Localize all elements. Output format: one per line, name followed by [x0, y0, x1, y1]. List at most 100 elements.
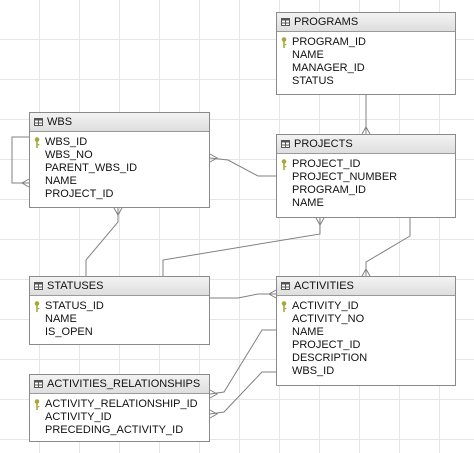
connector-projects-statuses[interactable] — [162, 218, 321, 276]
statuses-table-header[interactable]: STATUSES — [30, 277, 209, 296]
wbs-field-label: NAME — [45, 175, 77, 187]
programs-field[interactable]: PROGRAM_ID — [277, 36, 455, 49]
activities-relationships-table-title: ACTIVITIES_RELATIONSHIPS — [47, 378, 201, 390]
projects-field[interactable]: NAME — [277, 197, 455, 210]
activities-field-label: DESCRIPTION — [292, 352, 368, 364]
programs-field-list: PROGRAM_ID NAME MANAGER_ID STATUS — [277, 32, 455, 88]
statuses-field-label: STATUS_ID — [45, 300, 104, 312]
statuses-field[interactable]: IS_OPEN — [30, 326, 209, 339]
projects-table-header[interactable]: PROJECTS — [277, 135, 455, 154]
primary-key-icon — [34, 137, 40, 148]
primary-key-icon — [281, 159, 287, 170]
wbs-field[interactable]: NAME — [30, 175, 209, 188]
statuses-field-list: STATUS_ID NAME IS_OPEN — [30, 296, 209, 339]
statuses-field-label: NAME — [45, 313, 77, 325]
wbs-field-label: PROJECT_ID — [45, 188, 114, 200]
activities-table-title: ACTIVITIES — [294, 280, 354, 292]
statuses-field-label: IS_OPEN — [45, 326, 93, 338]
primary-key-icon — [34, 399, 40, 410]
programs-field[interactable]: NAME — [277, 49, 455, 62]
activities-relationships-field[interactable]: ACTIVITY_ID — [30, 411, 209, 424]
connector-wbs-self[interactable] — [11, 136, 29, 184]
wbs-field[interactable]: WBS_ID — [30, 136, 209, 149]
activities-table-header[interactable]: ACTIVITIES — [277, 277, 455, 296]
crowfoot-activities-project — [361, 267, 371, 277]
wbs-field[interactable]: PROJECT_ID — [30, 188, 209, 201]
programs-field-label: STATUS — [292, 75, 334, 87]
projects-field-label: PROJECT_ID — [292, 158, 361, 170]
activities-relationships-field[interactable]: ACTIVITY_RELATIONSHIP_ID — [30, 398, 209, 411]
table-icon — [281, 140, 290, 148]
wbs-field-label: WBS_NO — [45, 149, 93, 161]
activities-relationships-field-label: ACTIVITY_RELATIONSHIP_ID — [45, 398, 198, 410]
primary-key-icon — [34, 301, 40, 312]
projects-field[interactable]: PROJECT_NUMBER — [277, 171, 455, 184]
connector-activities-relationships-preceding[interactable] — [209, 371, 276, 415]
projects-table-title: PROJECTS — [294, 138, 353, 150]
activities-relationships-field-label: ACTIVITY_ID — [45, 411, 112, 423]
primary-key-icon — [281, 301, 287, 312]
wbs-field[interactable]: WBS_NO — [30, 149, 209, 162]
projects-field-label: NAME — [292, 197, 324, 209]
wbs-field-list: WBS_ID WBS_NO PARENT_WBS_ID NAME PROJECT… — [30, 132, 209, 201]
activities-field-list: ACTIVITY_ID ACTIVITY_NO NAME PROJECT_ID … — [277, 296, 455, 378]
activities-field[interactable]: NAME — [277, 326, 455, 339]
projects-field-label: PROGRAM_ID — [292, 184, 366, 196]
statuses-field[interactable]: NAME — [30, 313, 209, 326]
programs-field-label: MANAGER_ID — [292, 62, 365, 74]
connector-activities-relationships-activity[interactable] — [209, 329, 276, 395]
programs-field-label: PROGRAM_ID — [292, 36, 366, 48]
activities-field[interactable]: PROJECT_ID — [277, 339, 455, 352]
primary-key-icon — [281, 37, 287, 48]
activities-field-label: PROJECT_ID — [292, 339, 361, 351]
statuses-table-title: STATUSES — [47, 280, 104, 292]
wbs-field-label: PARENT_WBS_ID — [45, 162, 138, 174]
connector-wbs-activities[interactable] — [85, 208, 119, 276]
activities-relationships-field-label: PRECEDING_ACTIVITY_ID — [45, 424, 184, 436]
crowfoot-relationships-preceding — [209, 409, 219, 419]
statuses-table[interactable]: STATUSES STATUS_ID NAME IS_OPEN — [29, 276, 210, 345]
activities-field-label: NAME — [292, 326, 324, 338]
programs-table-header[interactable]: PROGRAMS — [277, 13, 455, 32]
activities-field[interactable]: ACTIVITY_NO — [277, 313, 455, 326]
crowfoot-wbs-activities — [113, 207, 123, 217]
projects-field[interactable]: PROGRAM_ID — [277, 184, 455, 197]
crowfoot-wbs-self — [20, 178, 30, 188]
crowfoot-activities-status — [267, 289, 277, 299]
table-icon — [34, 282, 43, 290]
connector-wbs-projects[interactable] — [209, 157, 276, 177]
programs-table[interactable]: PROGRAMS PROGRAM_ID NAME MANAGER_ID STAT… — [276, 12, 456, 95]
programs-field-label: NAME — [292, 49, 324, 61]
projects-table[interactable]: PROJECTS PROJECT_ID PROJECT_NUMBER PROGR… — [276, 134, 456, 218]
crowfoot-projects-program — [361, 125, 371, 135]
activities-field-label: WBS_ID — [292, 365, 335, 377]
statuses-field[interactable]: STATUS_ID — [30, 300, 209, 313]
programs-field[interactable]: MANAGER_ID — [277, 62, 455, 75]
activities-relationships-field-list: ACTIVITY_RELATIONSHIP_ID ACTIVITY_ID PRE… — [30, 394, 209, 437]
activities-field[interactable]: ACTIVITY_ID — [277, 300, 455, 313]
wbs-table-header[interactable]: WBS — [30, 113, 209, 132]
wbs-table-title: WBS — [47, 116, 73, 128]
activities-field-label: ACTIVITY_ID — [292, 300, 359, 312]
wbs-table[interactable]: WBS WBS_ID WBS_NO PARENT_WBS_ID NAME PRO… — [29, 112, 210, 208]
activities-relationships-table-header[interactable]: ACTIVITIES_RELATIONSHIPS — [30, 375, 209, 394]
programs-table-title: PROGRAMS — [294, 16, 359, 28]
connector-statuses-activities[interactable] — [210, 293, 276, 299]
activities-field[interactable]: DESCRIPTION — [277, 352, 455, 365]
activities-relationships-field[interactable]: PRECEDING_ACTIVITY_ID — [30, 424, 209, 437]
projects-field[interactable]: PROJECT_ID — [277, 158, 455, 171]
table-icon — [34, 380, 43, 388]
projects-field-list: PROJECT_ID PROJECT_NUMBER PROGRAM_ID NAM… — [277, 154, 455, 210]
programs-field[interactable]: STATUS — [277, 75, 455, 88]
table-icon — [281, 18, 290, 26]
table-icon — [281, 282, 290, 290]
crowfoot-relationships-activity — [209, 389, 219, 399]
connector-projects-activities[interactable] — [365, 218, 411, 276]
wbs-field[interactable]: PARENT_WBS_ID — [30, 162, 209, 175]
crowfoot-projects-status — [315, 217, 325, 227]
activities-field[interactable]: WBS_ID — [277, 365, 455, 378]
activities-table[interactable]: ACTIVITIES ACTIVITY_ID ACTIVITY_NO NAME … — [276, 276, 456, 386]
activities-field-label: ACTIVITY_NO — [292, 313, 365, 325]
activities-relationships-table[interactable]: ACTIVITIES_RELATIONSHIPS ACTIVITY_RELATI… — [29, 374, 210, 442]
